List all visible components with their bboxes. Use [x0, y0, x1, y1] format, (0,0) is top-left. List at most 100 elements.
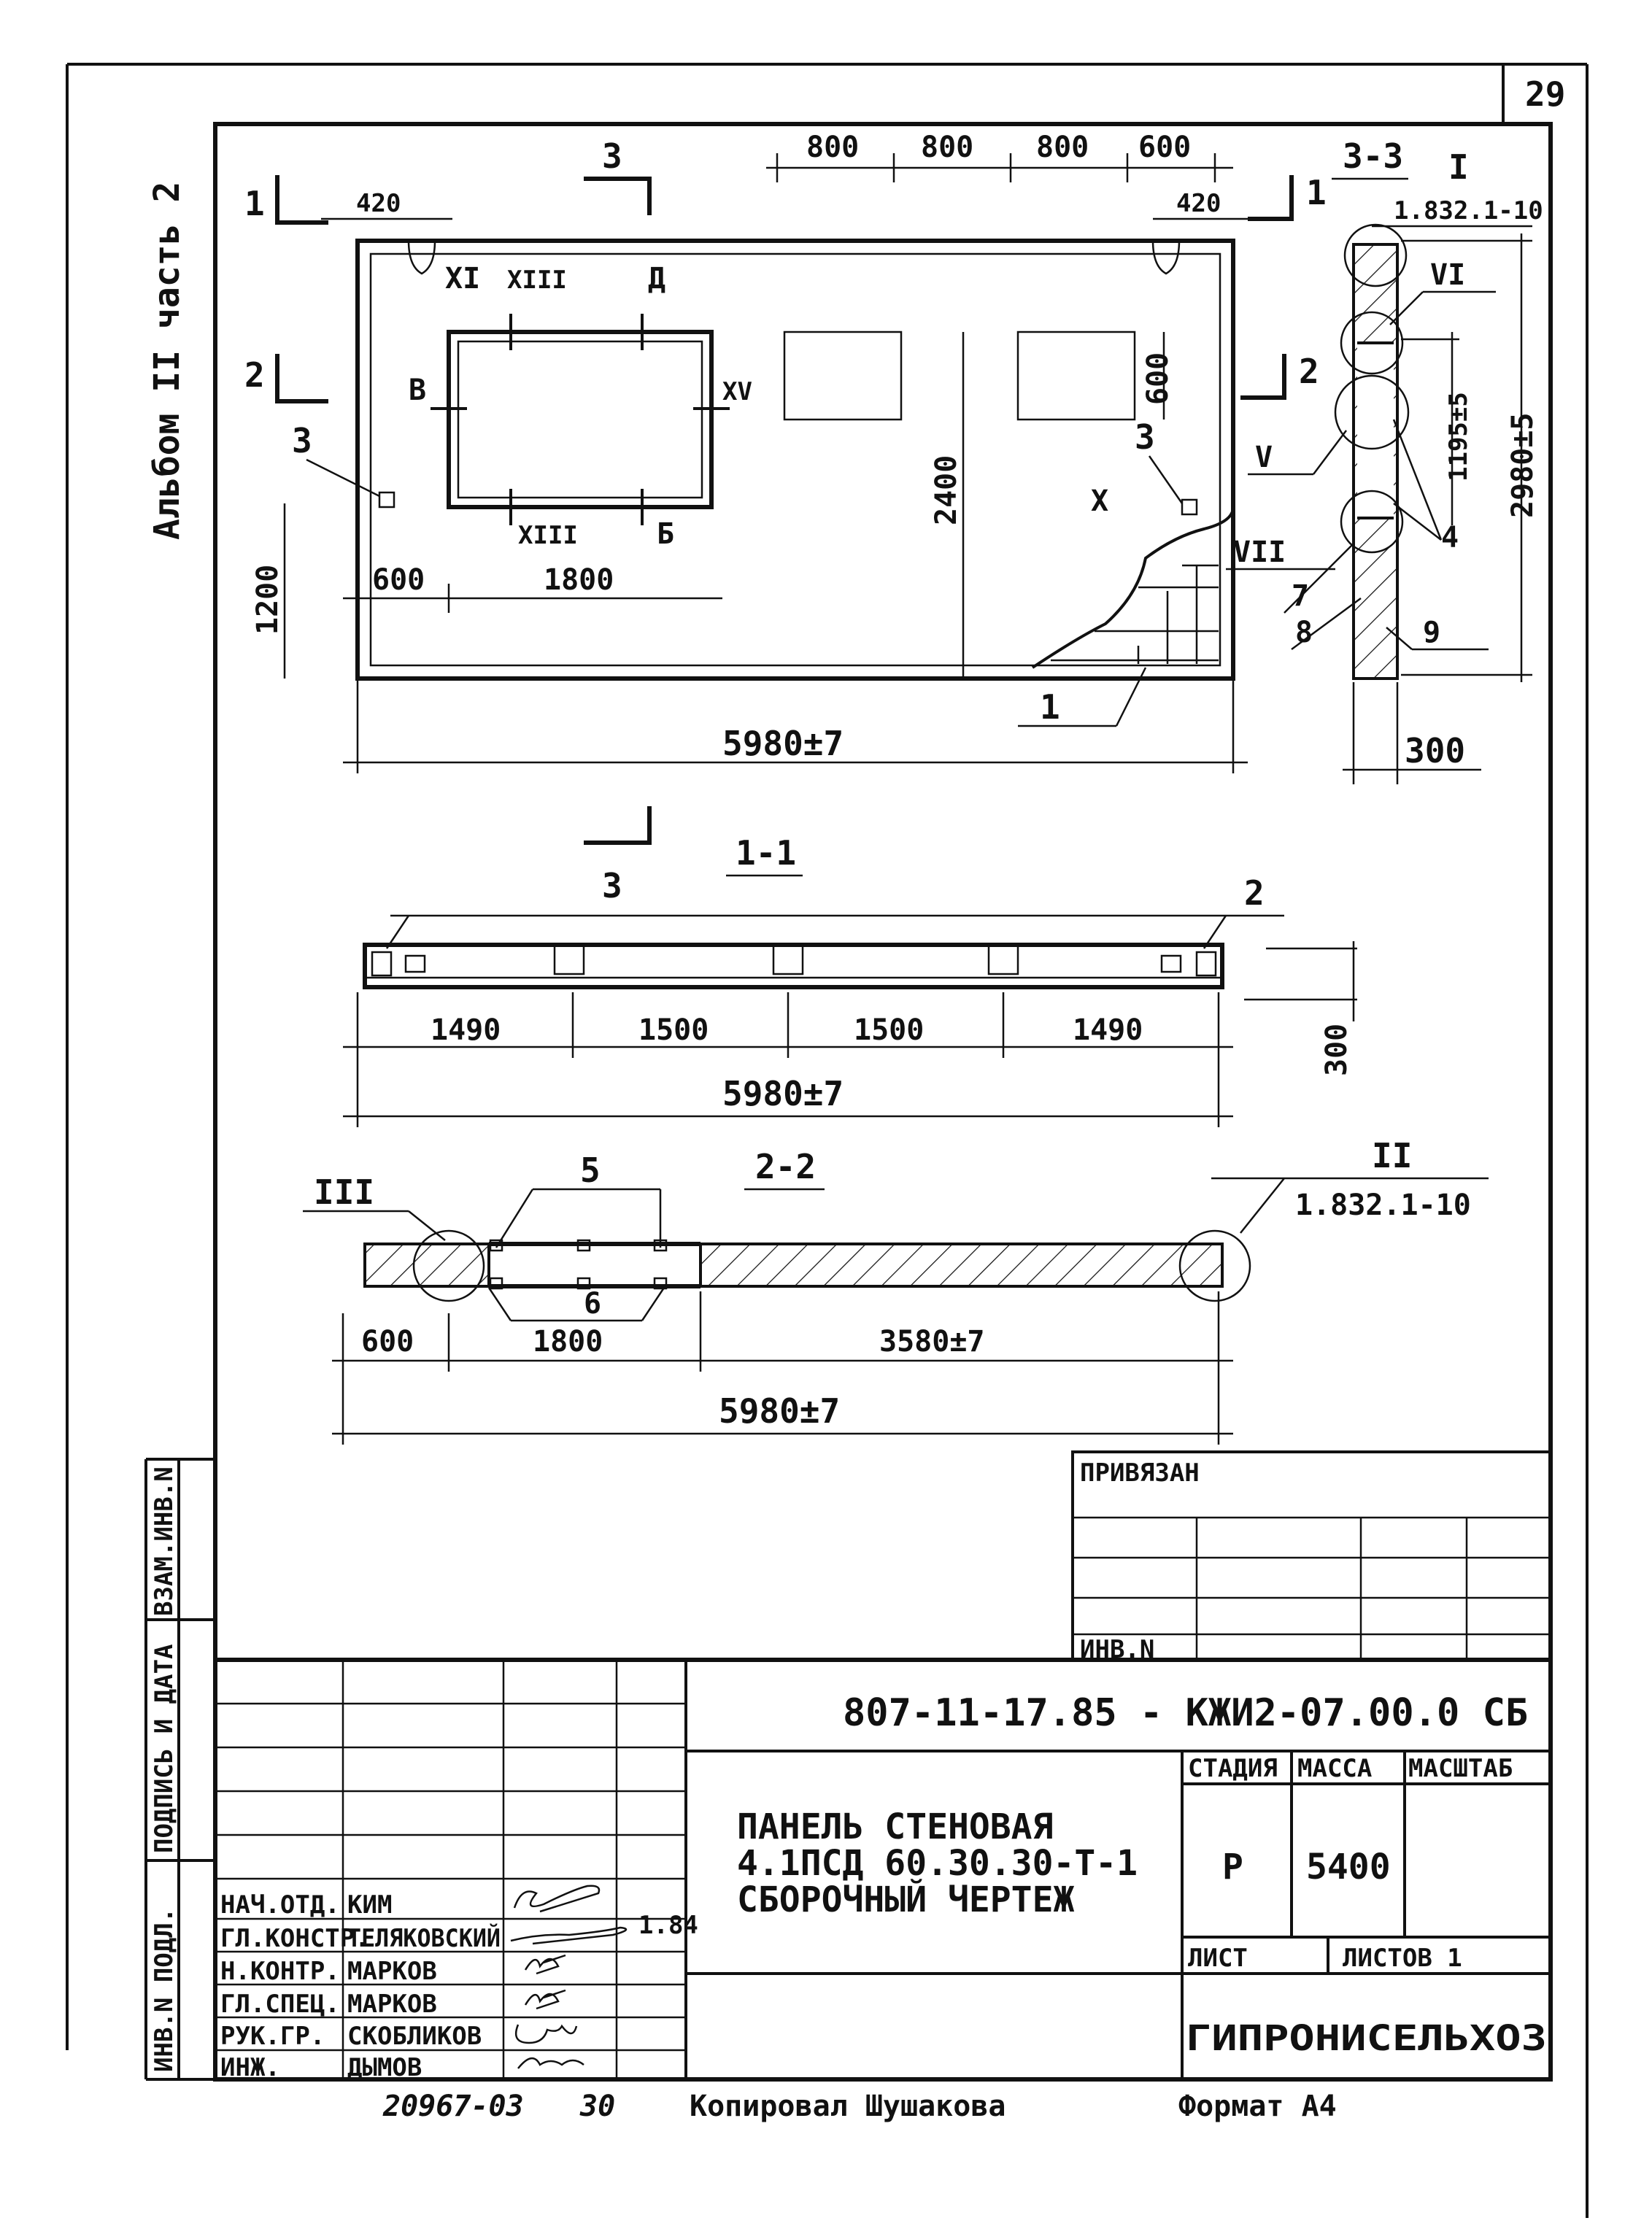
recess-1 — [783, 331, 903, 421]
stamp-podpis: ПОДПИСЬ И ДАТА — [150, 1644, 179, 1853]
mass-header: МАССА — [1297, 1754, 1372, 1783]
dim-top-1: 800 — [806, 131, 859, 164]
node-iii: III — [314, 1172, 374, 1212]
section-2-2-title: 2-2 — [755, 1147, 816, 1186]
dim-600: 600 — [372, 563, 425, 597]
node-ii: II — [1372, 1136, 1412, 1175]
cut-3-top: 3 — [602, 136, 622, 176]
stamp-inv-podl: ИНВ.N ПОДЛ. — [150, 1908, 179, 2072]
node-xv: XV — [722, 377, 752, 406]
dim-1500-1: 1500 — [638, 1013, 709, 1047]
organization: ГИПРОНИСЕЛЬХОЗ — [1186, 2018, 1547, 2059]
dim-600-window: 600 — [1141, 352, 1175, 405]
name-2: МАРКОВ — [347, 1957, 437, 1986]
dim-5980-section-2-2: 5980±7 — [719, 1391, 840, 1431]
role-2: Н.КОНТР. — [220, 1957, 340, 1986]
dim-300-side: 300 — [1405, 731, 1465, 770]
dim-2980: 2980±5 — [1506, 413, 1540, 519]
label-v: V — [1255, 441, 1273, 474]
cut-2: 2 — [244, 355, 265, 395]
dim-5980-elevation: 5980±7 — [722, 724, 844, 763]
insert-3-left — [378, 491, 395, 509]
node-xiii-top: XIII — [507, 266, 567, 295]
stage-header: СТАДИЯ — [1188, 1754, 1278, 1783]
section-3-3-title: 3-3 — [1343, 136, 1403, 176]
footer-archive: 20967-03 — [382, 2090, 524, 2123]
sheet-number: 29 — [1525, 74, 1565, 114]
label-4: 4 — [1441, 521, 1459, 554]
dim-top-4: 600 — [1138, 131, 1191, 164]
mass-value: 5400 — [1306, 1847, 1391, 1887]
dim-420-left: 420 — [356, 189, 401, 218]
section-3-3-cut2: 2 — [1299, 352, 1319, 391]
sheets-header: ЛИСТОВ 1 — [1343, 1944, 1462, 1973]
dim-1800: 1800 — [544, 563, 614, 597]
role-1: ГЛ.КОНСТР. — [220, 1924, 370, 1953]
dim-420-right: 420 — [1176, 189, 1221, 218]
section-1-1-body — [363, 943, 1224, 989]
label-vi: VI — [1430, 258, 1465, 292]
footer: 20967-03 30 Копировал Шушакова Формат А4 — [382, 2090, 1337, 2123]
elevation-labels: XI XIII Д В XV XIII Б X 3 3 1 1 2 3 3 — [244, 136, 1184, 905]
doc-name-line1: ПАНЕЛЬ СТЕНОВАЯ — [737, 1806, 1053, 1847]
window-opening — [447, 330, 714, 509]
section-1-1-title: 1-1 — [736, 833, 796, 873]
name-0: КИМ — [347, 1890, 392, 1920]
section-1-1-callout: 2 — [1244, 873, 1265, 913]
doc-name-line3: СБОРОЧНЫЙ ЧЕРТЕЖ — [737, 1879, 1074, 1920]
stage-value: Р — [1222, 1847, 1243, 1887]
album-label: Альбом II часть 2 — [147, 182, 188, 540]
section-3-3: 3-3 I 1.832.1-10 1 2 1195±5 2980±5 300 V… — [1226, 136, 1543, 784]
dim-1490-left: 1490 — [431, 1013, 501, 1047]
node-xiii-bottom: XIII — [518, 521, 578, 550]
callout-3-right: 3 — [1135, 417, 1155, 457]
role-5: ИНЖ. — [220, 2053, 280, 2082]
callout-5: 5 — [580, 1151, 601, 1190]
side-stamp-columns: ВЗАМ.ИНВ.N ПОДПИСЬ И ДАТА ИНВ.N ПОДЛ. — [144, 1458, 215, 2081]
name-3: МАРКОВ — [347, 1990, 437, 2019]
dim-top-3: 800 — [1036, 131, 1089, 164]
name-4: СКОБЛИКОВ — [347, 2022, 482, 2051]
footer-copied: Копировал Шушакова — [690, 2090, 1006, 2123]
insert-3-right — [1181, 498, 1198, 516]
callout-3-left: 3 — [292, 421, 312, 460]
node-x: X — [1091, 484, 1108, 518]
panel-inner-outline — [369, 252, 1221, 667]
dim-1490-right: 1490 — [1073, 1013, 1143, 1047]
role-4: РУК.ГР. — [220, 2022, 325, 2051]
dim-2400: 2400 — [930, 455, 963, 525]
elevation-dimensions: 800 800 800 600 420 420 2400 600 1200 60… — [251, 131, 1255, 773]
callout-6: 6 — [584, 1287, 601, 1321]
role-3: ГЛ.СПЕЦ. — [220, 1990, 340, 2019]
dim-1195: 1195±5 — [1444, 392, 1473, 482]
section-3-3-ref: 1.832.1-10 — [1394, 196, 1543, 225]
dim-1800-section-2-2: 1800 — [533, 1325, 603, 1359]
panel-outline — [355, 239, 1235, 681]
dim-600-section-2-2: 600 — [361, 1325, 414, 1359]
cut-1: 1 — [244, 184, 265, 223]
panel-elevation — [355, 239, 1235, 681]
footer-format: Формат А4 — [1178, 2090, 1337, 2123]
date-note: 1.84 — [638, 1911, 698, 1940]
dim-1200: 1200 — [251, 565, 285, 635]
dim-5980-section-1-1: 5980±7 — [722, 1074, 844, 1113]
section-3-3-cut1: 1 — [1306, 173, 1327, 212]
privyazan-title: ПРИВЯЗАН — [1080, 1458, 1200, 1488]
privyazan-block: ПРИВЯЗАН ИНВ.N — [1071, 1450, 1552, 1664]
label-9: 9 — [1423, 616, 1440, 649]
scale-header: МАСШТАБ — [1408, 1754, 1513, 1783]
doc-name-line2: 4.1ПСД 60.30.30-Т-1 — [737, 1843, 1138, 1884]
node-d: Д — [648, 262, 665, 295]
dim-300-section-1-1: 300 — [1320, 1024, 1354, 1076]
callout-1: 1 — [1040, 687, 1060, 727]
window-inner — [457, 340, 703, 499]
cut-3-bottom: 3 — [602, 866, 622, 905]
node-b: Б — [657, 517, 674, 551]
node-xi: XI — [445, 262, 480, 295]
role-0: НАЧ.ОТД. — [220, 1890, 340, 1920]
signatures — [510, 1885, 628, 2069]
section-2-2: 2-2 III II 1.832.1-10 5 6 600 — [303, 1136, 1489, 1445]
section-1-1: 1-1 2 300 1490 1500 1500 1490 5980±7 — [343, 833, 1357, 1127]
dim-3580: 3580±7 — [879, 1325, 985, 1359]
